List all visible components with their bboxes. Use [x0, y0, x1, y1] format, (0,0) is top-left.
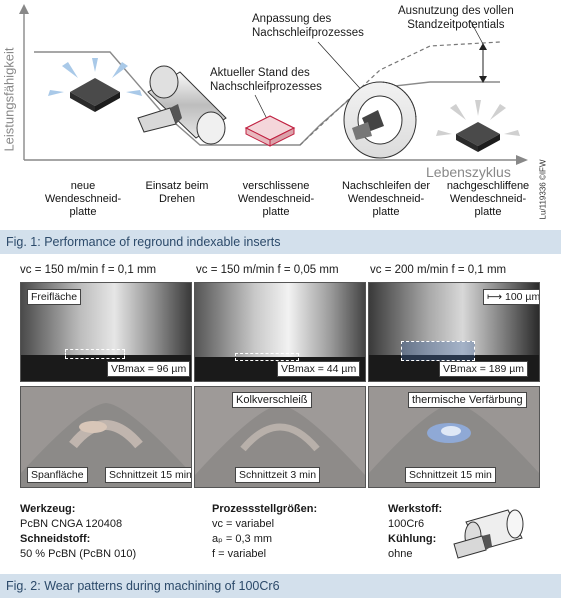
y-axis-label: Leistungsfähigkeit — [1, 47, 17, 152]
rake-label-time-2: Schnittzeit 3 min — [235, 467, 321, 483]
figure-1-caption: Fig. 1: Performance of reground indexabl… — [0, 230, 561, 254]
stage-label-regrinding: Nachschleifen der Wendeschneid- platte — [341, 180, 431, 218]
process-info: Prozessstellgrößen: vᴄ = variabel aₚ = 0… — [212, 503, 318, 560]
reground-insert-icon — [436, 100, 520, 152]
figure-1-diagram: Leistungsfähigkeit Lebenszyklus Anpassun… — [0, 0, 561, 228]
tool-info: Werkzeug: PcBN CNGA 120408 Schneidstoff:… — [20, 503, 137, 560]
lifecycle-diagram — [19, 4, 528, 165]
thermal-label: thermische Verfärbung — [408, 392, 527, 408]
axes — [19, 4, 528, 165]
condition-3: vᴄ = 200 m/min f = 0,1 mm — [370, 264, 507, 276]
scale-bar: ⟼ 100 µm — [483, 289, 539, 305]
stage-label-new: neue Wendeschneid- platte — [44, 180, 122, 218]
new-insert-icon — [48, 58, 142, 112]
rake-shape-2 — [195, 405, 365, 487]
vb-label-2: VBmax = 44 µm — [277, 361, 361, 377]
rake-photo-2: Schnittzeit 3 min — [194, 386, 366, 488]
flank-photo-3: ⟼ 100 µm VBmax = 189 µm — [368, 282, 540, 382]
vb-label-1: VBmax = 96 µm — [107, 361, 191, 377]
x-axis-label: Lebenszyklus — [426, 164, 511, 180]
rake-label-time-3: Schnittzeit 15 min — [405, 467, 496, 483]
workpiece-sketch-icon — [453, 509, 524, 559]
flank-photo-2: VBmax = 44 µm — [194, 282, 366, 382]
figure-2-panel: vᴄ = 150 m/min f = 0,1 mm vᴄ = 150 m/min… — [0, 258, 561, 570]
kolk-label: Kolkverschleiß — [232, 392, 312, 408]
condition-1: vᴄ = 150 m/min f = 0,1 mm — [20, 264, 157, 276]
turning-setup-icon — [137, 65, 227, 145]
worn-insert-icon — [244, 115, 296, 147]
rake-shape-3 — [369, 403, 539, 487]
stage-label-turning: Einsatz beim Drehen — [145, 180, 209, 205]
figure-2-caption: Fig. 2: Wear patterns during machining o… — [0, 574, 561, 598]
callout-ausnutzung: Ausnutzung des vollen Standzeitpotential… — [398, 5, 514, 31]
grinding-wheel-icon — [343, 81, 417, 159]
material-info: Werkstoff: 100Cr6 Kühlung: ohne — [388, 503, 443, 560]
rake-label-time-1: Schnittzeit 15 min — [105, 467, 191, 483]
callout-aktueller: Aktueller Stand des Nachschleifprozesses — [210, 67, 322, 93]
rake-photo-1: Spanfläche Schnittzeit 15 min — [20, 386, 192, 488]
condition-2: vᴄ = 150 m/min f = 0,05 mm — [196, 264, 339, 276]
rake-label-spanflaeche: Spanfläche — [27, 467, 88, 483]
flank-photo-1: Freifläche VBmax = 96 µm — [20, 282, 192, 382]
vb-label-3: VBmax = 189 µm — [439, 361, 529, 377]
callout-anpassung: Anpassung des Nachschleifprozesses — [252, 13, 364, 39]
stage-label-reground: nachgeschliffene Wendeschneid- platte — [446, 180, 530, 218]
side-note: Lu/119336 ©IFW — [538, 159, 548, 220]
flank-label: Freifläche — [27, 289, 82, 305]
stage-label-worn: verschlissene Wendeschneid- platte — [237, 180, 315, 218]
scale-bar-icon: ⟼ — [487, 291, 503, 303]
rake-shape-1 — [21, 403, 191, 487]
